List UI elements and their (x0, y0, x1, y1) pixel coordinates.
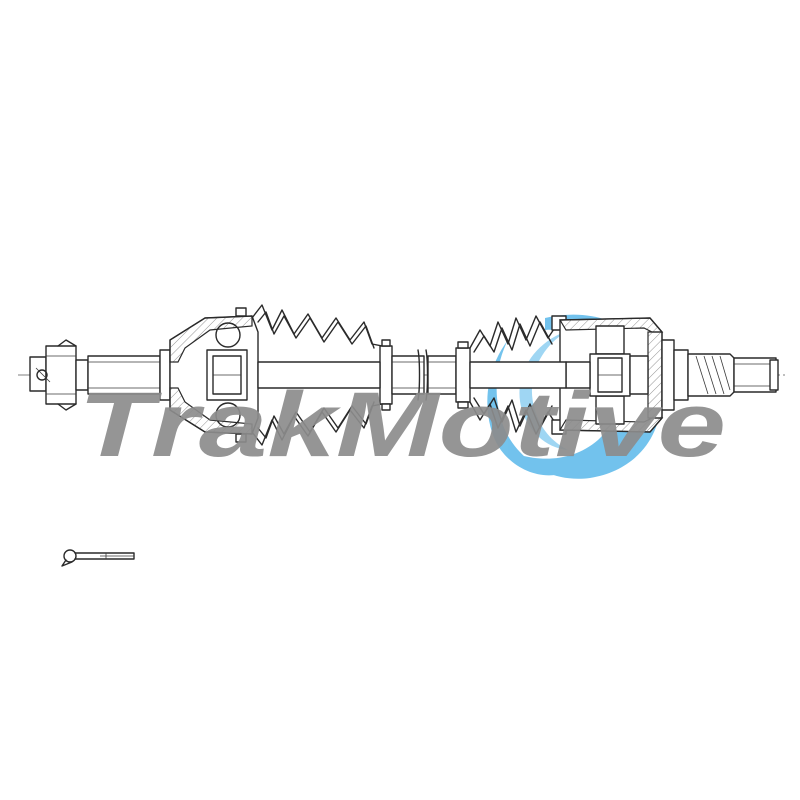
inner-cv-boot (469, 315, 561, 435)
watermark-text: TrakMotive (78, 374, 726, 476)
right-splined-stub (661, 339, 779, 411)
outer-cv-joint (169, 307, 259, 443)
intermediate-shaft (257, 349, 457, 401)
inner-cv-joint (469, 315, 664, 435)
outer-cv-boot (251, 304, 383, 446)
left-spindle-nut (29, 339, 77, 411)
left-spindle-shaft (75, 349, 171, 401)
cotter-pin-icon (61, 549, 135, 567)
